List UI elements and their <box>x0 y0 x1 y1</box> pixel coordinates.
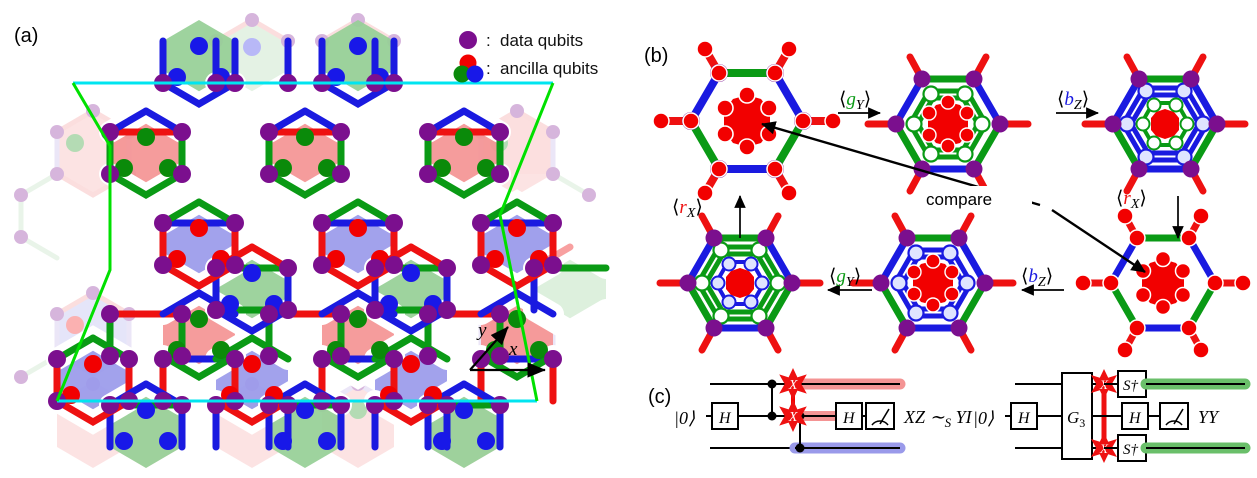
ancilla-qubits <box>62 37 548 450</box>
legend-ancilla-blue-dot <box>466 65 484 83</box>
panel-a-label: (a) <box>14 25 38 47</box>
arrow-rX-left-label: ⟨rX⟩ <box>672 197 703 221</box>
compare-arrow-right <box>1051 209 1146 273</box>
compare-label-bg <box>922 186 1032 210</box>
panel-b-node-bottom-right <box>1074 207 1252 359</box>
panel-c-label: (c) <box>648 386 671 408</box>
panel-c-left-circuit: |0⟩ H X X H <box>674 368 973 454</box>
gate-X-top: X <box>779 368 807 400</box>
compare-label: compare <box>926 190 992 209</box>
measure-icon-r <box>1165 408 1184 426</box>
gate-Sdag-top-label: S† <box>1123 378 1139 394</box>
measure-gate <box>865 402 895 430</box>
axes-indicator: x y <box>469 320 546 378</box>
unit-cell-right <box>498 82 555 402</box>
right-circuit-input-state: |0⟩ <box>973 408 994 428</box>
gate-G3-label: G3 <box>1067 408 1085 430</box>
panel-b-node-top-right <box>1081 53 1249 195</box>
control-dot-top <box>767 379 777 389</box>
legend-ancilla-separator: : <box>486 59 491 78</box>
panel-b: (b) <box>644 40 1252 359</box>
arrow-gY-bottom-label: ⟨gY⟩ <box>829 266 861 290</box>
panel-b-node-bottom-middle <box>849 212 1017 354</box>
legend-data-label: data qubits <box>500 31 583 50</box>
arrow-bZ-top-label: ⟨bZ⟩ <box>1057 89 1089 113</box>
legend-data-separator: : <box>486 31 491 50</box>
left-circuit-result: XZ ∼S YI <box>903 407 973 430</box>
control-dot-mid <box>767 411 777 421</box>
gate-H-1-label: H <box>718 410 732 427</box>
axis-x-label: x <box>508 339 518 360</box>
legend-ancilla-label: ancilla qubits <box>500 59 598 78</box>
gate-H-r1-label: H <box>1017 410 1031 427</box>
arrow-gY-top-label: ⟨gY⟩ <box>839 89 871 113</box>
panel-b-node-bottom-left <box>656 212 824 354</box>
unit-cell-outline <box>55 81 555 403</box>
gate-H-r2 <box>1121 402 1149 430</box>
panel-b-label: (b) <box>644 45 668 67</box>
panel-a: (a) <box>14 13 617 468</box>
gate-X-top-label: X <box>788 378 798 393</box>
arrow-rX-right-label: ⟨rX⟩ <box>1116 188 1147 212</box>
arrow-bZ-bottom-label: ⟨bZ⟩ <box>1021 266 1053 290</box>
left-circuit-input-state: |0⟩ <box>674 408 695 428</box>
gate-X-mid: X <box>779 400 807 432</box>
gate-H-r1 <box>1010 402 1038 430</box>
gate-H-r2-label: H <box>1128 410 1142 427</box>
panel-c-right-circuit: |0⟩ H G3 X X S† <box>973 369 1251 463</box>
panel-c: (c) |0⟩ H <box>648 368 1251 463</box>
control-dot-bottom <box>795 443 805 453</box>
axis-y-label: y <box>476 320 487 341</box>
gate-H-2 <box>835 402 863 430</box>
y-ancillas <box>905 85 991 163</box>
legend-data-qubit-dot <box>459 31 477 49</box>
panel-b-node-top-middle <box>864 53 1032 195</box>
gate-H-1 <box>711 402 739 430</box>
measure-icon <box>871 408 890 426</box>
panel-b-arrows: ⟨gY⟩ ⟨bZ⟩ ⟨rX⟩ ⟨bZ⟩ ⟨gY⟩ <box>672 89 1184 296</box>
gate-X-mid-label: X <box>788 410 798 425</box>
measure-gate-r <box>1159 402 1189 430</box>
gate-H-2-label: H <box>842 410 856 427</box>
legend-ancilla-green-dot <box>453 65 471 83</box>
legend: : data qubits : ancilla qubits <box>453 31 598 83</box>
gate-G3-box <box>1061 372 1093 460</box>
panel-b-node-top-left <box>652 40 842 202</box>
gate-Sdag-bottom-label: S† <box>1123 442 1139 458</box>
legend-ancilla-trio <box>453 54 484 83</box>
right-circuit-result: YY <box>1198 407 1220 427</box>
